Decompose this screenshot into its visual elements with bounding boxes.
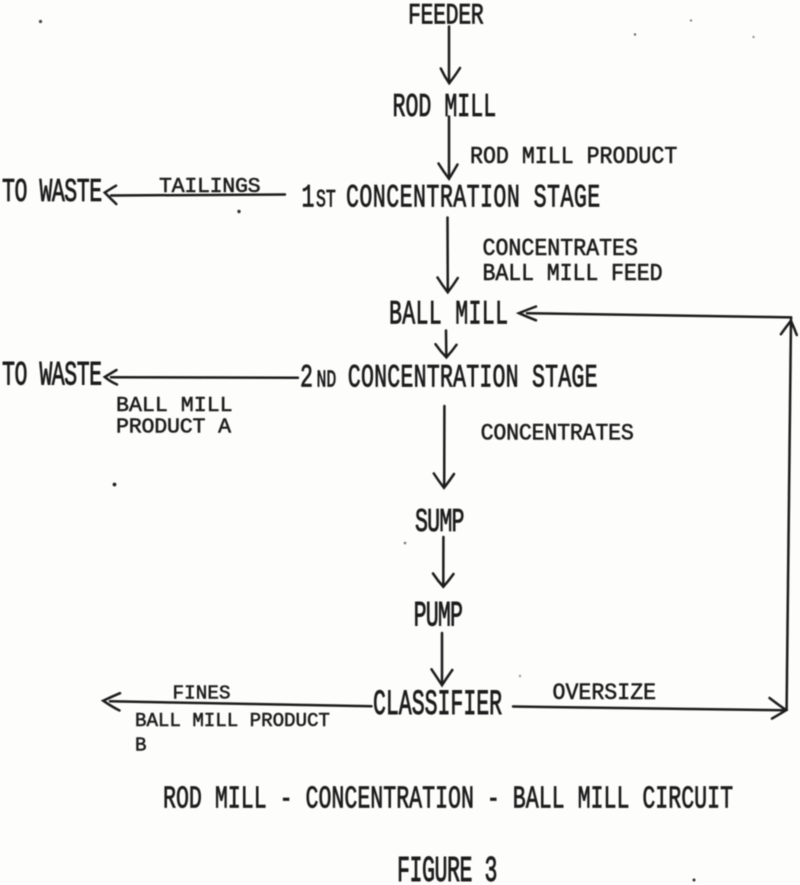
svg-text:ROD MILL - CONCENTRATION - BAL: ROD MILL - CONCENTRATION - BALL MILL CIR… (163, 782, 733, 818)
svg-text:BALL MILL FEED: BALL MILL FEED (483, 260, 663, 287)
svg-text:TO WASTE: TO WASTE (2, 356, 102, 396)
svg-text:ND: ND (317, 368, 337, 395)
svg-text:CONCENTRATION STAGE: CONCENTRATION STAGE (346, 181, 601, 217)
svg-text:ROD MILL: ROD MILL (393, 89, 497, 127)
svg-text:1: 1 (302, 181, 315, 217)
svg-text:CONCENTRATION STAGE: CONCENTRATION STAGE (348, 361, 598, 397)
svg-text:B: B (135, 735, 147, 757)
svg-text:FINES: FINES (173, 683, 231, 705)
svg-text:PUMP: PUMP (414, 597, 463, 637)
svg-text:BALL MILL PRODUCT: BALL MILL PRODUCT (135, 710, 330, 732)
svg-text:BALL MILL: BALL MILL (389, 295, 508, 334)
svg-text:CLASSIFIER: CLASSIFIER (373, 685, 502, 725)
svg-text:SUMP: SUMP (415, 504, 464, 542)
svg-text:OVERSIZE: OVERSIZE (553, 681, 657, 707)
svg-text:FEEDER: FEEDER (408, 0, 483, 33)
svg-text:ST: ST (316, 186, 336, 214)
svg-text:CONCENTRATES: CONCENTRATES (483, 235, 638, 262)
svg-text:2: 2 (300, 361, 313, 397)
svg-text:BALL MILL: BALL MILL (116, 394, 233, 418)
svg-text:PRODUCT A: PRODUCT A (116, 416, 231, 440)
svg-text:CONCENTRATES: CONCENTRATES (481, 421, 634, 447)
svg-text:ROD MILL PRODUCT: ROD MILL PRODUCT (470, 143, 677, 170)
svg-text:FIGURE 3: FIGURE 3 (397, 851, 497, 885)
svg-text:TO WASTE: TO WASTE (2, 175, 102, 212)
